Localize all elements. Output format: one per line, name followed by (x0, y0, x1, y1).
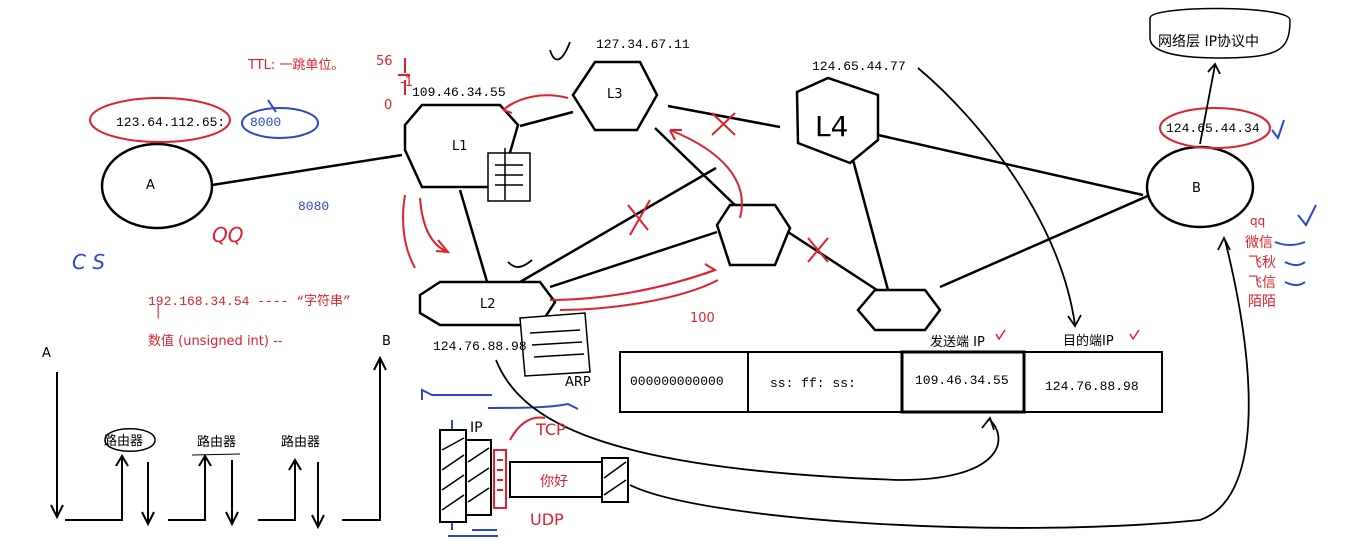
encapsulation-stack (439, 429, 629, 523)
cs-label: C S (72, 250, 106, 274)
ttl-zero: 0 (384, 98, 393, 113)
host-b-label: B (1192, 181, 1201, 196)
header-field-src-ip: 109.46.34.55 (915, 373, 1009, 388)
header-field-dst-ip: 124.76.88.98 (1045, 379, 1139, 394)
ttl-note: TTL: 一跳单位。 (248, 58, 345, 73)
hatch-lines (441, 437, 627, 511)
router-cloud (104, 428, 156, 452)
l3-ip: 127.34.67.11 (596, 37, 690, 52)
link-r-b (939, 193, 1151, 289)
ip-string-note: 192.168.34.54 ---- “字符串” (148, 294, 351, 309)
network-layer-bubble (1149, 7, 1291, 59)
app-momo: 陌陌 (1248, 294, 1276, 310)
header-label-src: 发送端 IP (930, 335, 985, 350)
payload-block (509, 461, 606, 498)
link-l4-r (851, 159, 890, 291)
black-arrows (495, 7, 1291, 529)
ip-header-block (465, 439, 492, 516)
hop-router-1: 路由器 (104, 434, 144, 449)
host-a-circle (100, 142, 214, 230)
arrow-b-to-network-layer (1199, 64, 1216, 145)
blue-circle-port (241, 107, 319, 139)
arrow-to-src-ip (495, 359, 1000, 481)
link-l3-mid (654, 127, 741, 211)
blue-bracket-ip (421, 388, 492, 400)
router-l3-label: L3 (607, 87, 623, 102)
router-l4-hex (795, 76, 880, 165)
l4-ip: 124.65.44.77 (812, 59, 906, 74)
link-l1-l3 (519, 110, 574, 128)
red-circle-b-ip (1159, 107, 1271, 149)
router-l1-label: L1 (452, 139, 468, 154)
red-arrow-l2-mid (549, 269, 716, 301)
host-b-ip: 124.65.44.34 (1166, 121, 1260, 136)
qq-label: QQ (212, 223, 244, 247)
l2-ip: 124.76.88.98 (433, 339, 527, 354)
ip-pipe: | (156, 304, 161, 319)
red-arrow-tcp (509, 416, 546, 441)
host-a-label: A (146, 178, 155, 193)
l1-ip: 109.46.34.55 (412, 85, 506, 100)
link-l3-l4 (667, 104, 781, 129)
udp-tag: UDP (530, 510, 564, 529)
arp-label: ARP (565, 375, 591, 390)
payload-text: 你好 (540, 474, 568, 490)
hop-end-label: B (382, 334, 391, 349)
ttl-minus-one: -1 (400, 75, 413, 90)
link-mid-r (787, 230, 881, 294)
packet-header-table (619, 350, 1163, 414)
red-circle-a-ip (89, 97, 231, 143)
router-l3-hex (571, 60, 659, 132)
red-arrow-l3-l1 (502, 94, 569, 111)
arrow-to-dst-ip (917, 67, 1076, 326)
red-arrow-l1-l2-a (402, 194, 416, 269)
header-field-mac: 000000000000 (630, 374, 724, 389)
link-l1-l2 (458, 189, 490, 286)
hundred-label: 100 (690, 311, 715, 326)
app-feiqiu: 飞秋 (1248, 255, 1276, 271)
router-l2-hex (418, 280, 557, 327)
link-l4-b (877, 133, 1144, 197)
link-l2-l4-dir (519, 166, 717, 284)
hop-start-label: A (42, 346, 51, 361)
red-annotations (89, 58, 1271, 509)
header-field-ss: ss: ff: ss: (770, 376, 856, 391)
port-8080: 8080 (298, 199, 330, 214)
check-l3 (549, 41, 571, 61)
link-l2-mid (549, 230, 718, 289)
router-l4-label: L4 (815, 110, 849, 143)
header-label-dst: 目的端IP (1063, 334, 1114, 349)
router-l2-label: L2 (480, 297, 496, 312)
hop-router-3: 路由器 (281, 435, 321, 450)
network-links (211, 104, 1151, 294)
trailer-block (601, 457, 629, 503)
app-qq: qq (1250, 214, 1266, 228)
red-arrow-mid-l3 (669, 129, 743, 219)
hop-router-2: 路由器 (197, 435, 237, 450)
app-fetion: 飞信 (1248, 275, 1276, 291)
host-a-port: 8000 (250, 115, 282, 130)
arrow-to-host-b (629, 239, 1250, 529)
ip-tag: IP (470, 420, 483, 436)
ip-numeric-note: 数值 (unsigned int) -- (148, 334, 283, 349)
app-wechat: 微信 (1245, 235, 1273, 251)
arp-table-icon (519, 312, 591, 377)
tcp-tag: TCP (536, 420, 566, 439)
ttl-value: 56 (376, 54, 393, 69)
link-a-l1 (211, 153, 403, 187)
network-layer-label: 网络层 IP协议中 (1158, 34, 1260, 50)
check-l2 (507, 259, 533, 268)
hop-diagram (50, 355, 387, 530)
routing-table-icon (487, 148, 531, 202)
router-right-hex (856, 288, 942, 332)
router-mid-hex (715, 203, 792, 267)
host-a-ip: 123.64.112.65: (116, 115, 226, 130)
